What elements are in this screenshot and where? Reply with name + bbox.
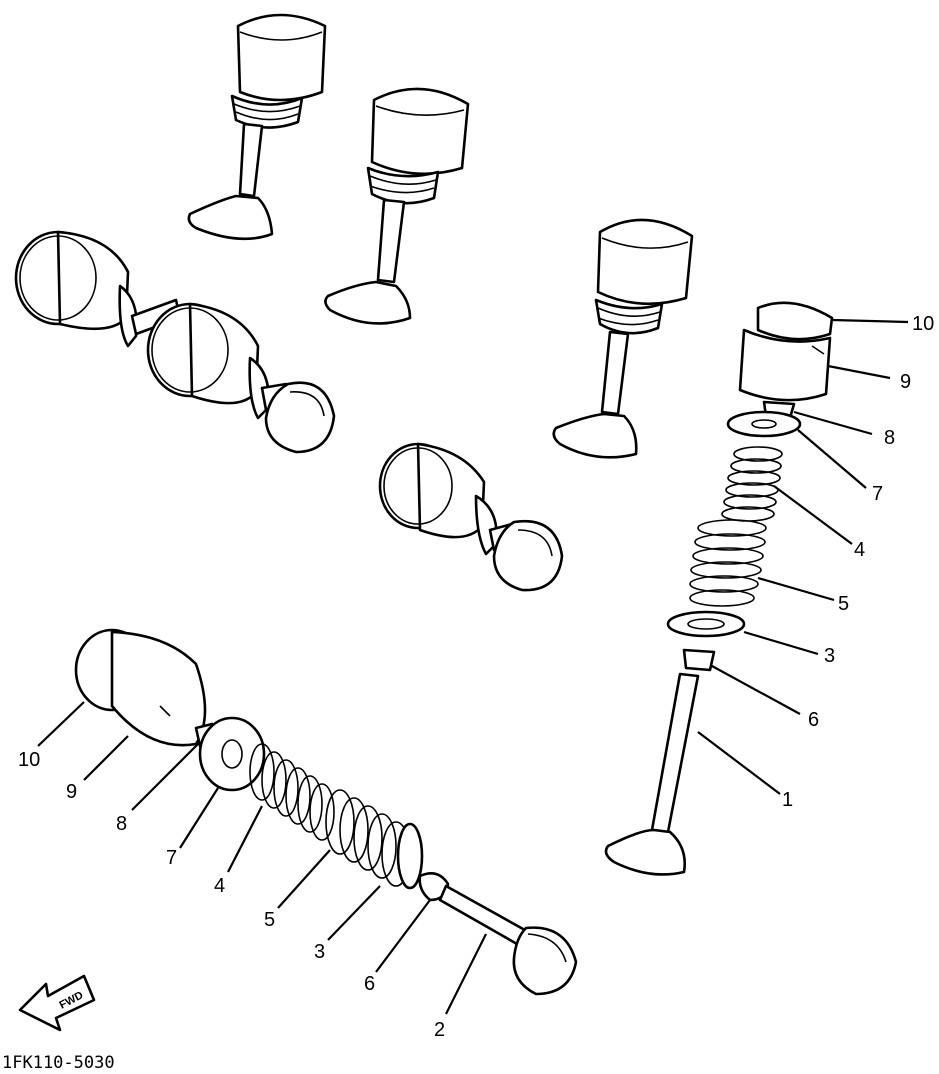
leaders-right — [697, 318, 909, 795]
callout-10-left: 10 — [18, 749, 40, 771]
valve-1-right — [650, 672, 700, 834]
part-code: 1FK110-5030 — [2, 1053, 115, 1073]
fwd-arrow-icon: FWD — [18, 974, 96, 1032]
valve-assembly-tilted-b — [146, 302, 336, 454]
callout-5-right: 5 — [838, 593, 849, 615]
callout-2-left: 2 — [434, 1019, 445, 1041]
spring-seat-3-left — [396, 822, 424, 890]
exploded-valve-right — [604, 301, 834, 876]
callout-8-left: 8 — [116, 813, 127, 835]
spring-4-right — [721, 446, 783, 522]
exploded-valve-left — [74, 628, 578, 996]
spring-4-left — [249, 743, 335, 841]
callout-10-right: 10 — [912, 313, 934, 335]
callout-8-right: 8 — [884, 427, 895, 449]
retainer-7-left — [198, 716, 266, 792]
valve-assembly-upright-c — [552, 218, 694, 459]
callout-6-right: 6 — [808, 709, 819, 731]
spring-5-right — [689, 519, 767, 607]
valve-assembly-tilted-c — [378, 442, 564, 592]
valve-assembly-upright-a — [187, 13, 327, 241]
lifter-9-right — [738, 328, 832, 402]
callout-4-right: 4 — [854, 539, 865, 561]
callout-7-right: 7 — [872, 483, 883, 505]
spring-seat-3-right — [666, 610, 746, 638]
callout-3-left: 3 — [314, 941, 325, 963]
callout-1-right: 1 — [782, 789, 793, 811]
callout-6-left: 6 — [364, 973, 375, 995]
lifter-9-left — [110, 630, 207, 747]
leaders-left — [37, 701, 487, 1015]
callout-9-left: 9 — [66, 781, 77, 803]
callout-7-left: 7 — [166, 847, 177, 869]
valve-assembly-upright-b — [324, 87, 470, 325]
callout-5-left: 5 — [264, 909, 275, 931]
callout-9-right: 9 — [900, 371, 911, 393]
retainer-7-right — [726, 410, 802, 438]
callout-3-right: 3 — [824, 645, 835, 667]
callout-4-left: 4 — [214, 875, 225, 897]
valve-assembly-tilted-a — [14, 230, 182, 348]
stem-seal-6-right — [682, 648, 716, 672]
spring-5-left — [325, 789, 411, 887]
shim-10-right — [756, 301, 834, 341]
